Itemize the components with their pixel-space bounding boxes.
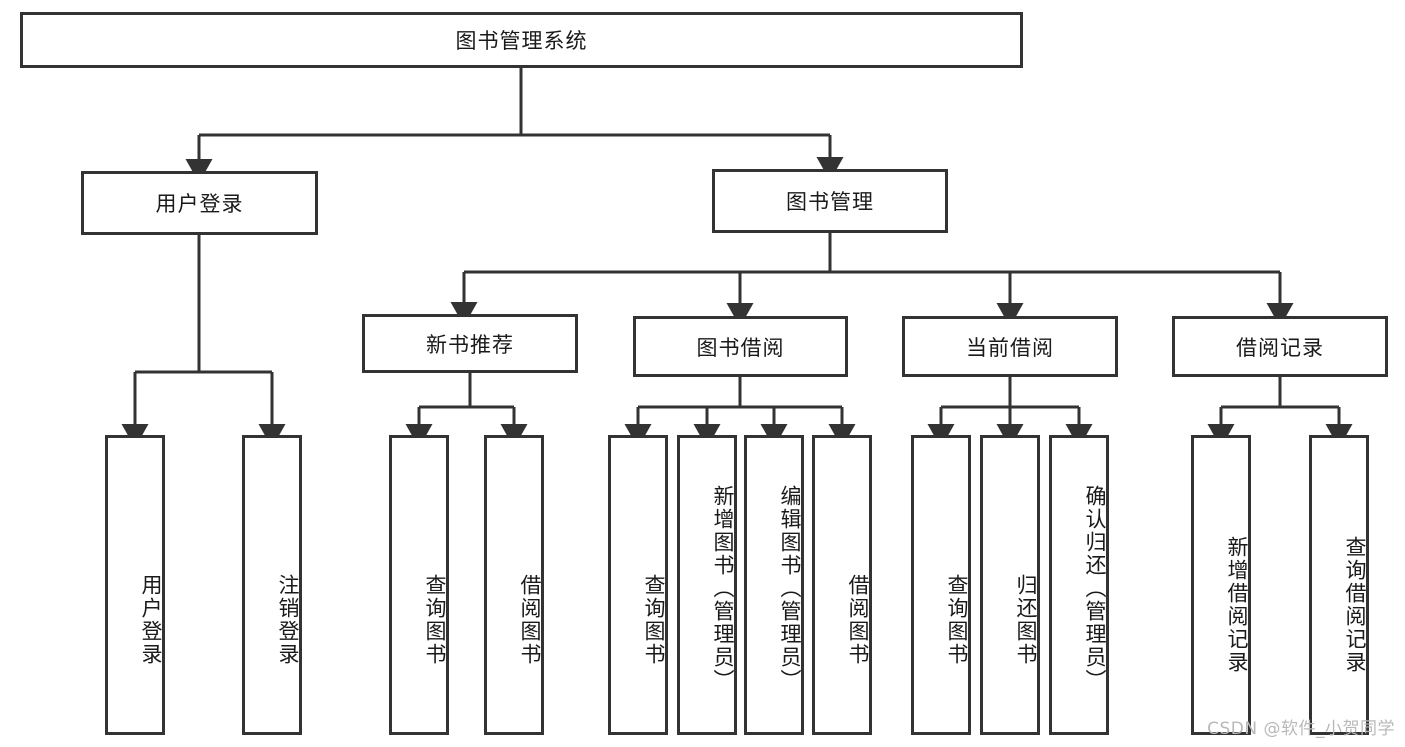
node-book-manage-label: 图书管理 (786, 190, 874, 214)
node-leaf-edit-book[interactable]: 编辑图书（管理员） (744, 435, 804, 735)
node-book-manage[interactable]: 图书管理 (712, 169, 948, 233)
node-leaf-query-book-2-label: 查询图书 (642, 574, 666, 666)
node-leaf-query-book-1[interactable]: 查询图书 (389, 435, 449, 735)
node-leaf-borrow-book-1[interactable]: 借阅图书 (484, 435, 544, 735)
node-user-login-label: 用户登录 (155, 192, 244, 216)
node-leaf-user-login[interactable]: 用户登录 (105, 435, 165, 735)
node-root[interactable]: 图书管理系统 (20, 12, 1023, 68)
node-leaf-query-record-label: 查询借阅记录 (1343, 536, 1367, 674)
node-leaf-confirm-return-label: 确认归还（管理员） (1083, 484, 1107, 692)
node-leaf-add-record[interactable]: 新增借阅记录 (1191, 435, 1251, 735)
node-borrow-record[interactable]: 借阅记录 (1172, 316, 1388, 377)
node-book-borrow-label: 图书借阅 (696, 335, 785, 360)
node-leaf-add-book-label: 新增图书（管理员） (711, 484, 735, 692)
node-leaf-query-record[interactable]: 查询借阅记录 (1309, 435, 1369, 735)
node-leaf-borrow-book-2-label: 借阅图书 (846, 574, 870, 666)
node-leaf-return-book[interactable]: 归还图书 (980, 435, 1040, 735)
node-leaf-logout[interactable]: 注销登录 (242, 435, 302, 735)
node-leaf-query-book-2[interactable]: 查询图书 (608, 435, 668, 735)
node-user-login[interactable]: 用户登录 (81, 171, 318, 235)
node-book-borrow[interactable]: 图书借阅 (633, 316, 848, 377)
node-current-borrow-label: 当前借阅 (966, 335, 1054, 360)
node-leaf-borrow-book-2[interactable]: 借阅图书 (812, 435, 872, 735)
node-leaf-user-login-label: 用户登录 (139, 574, 163, 666)
node-leaf-return-book-label: 归还图书 (1014, 574, 1038, 666)
node-leaf-logout-label: 注销登录 (276, 574, 300, 666)
node-borrow-record-label: 借阅记录 (1236, 335, 1324, 360)
node-leaf-query-book-1-label: 查询图书 (423, 574, 447, 666)
node-leaf-confirm-return[interactable]: 确认归还（管理员） (1049, 435, 1109, 735)
node-leaf-borrow-book-1-label: 借阅图书 (518, 574, 542, 666)
node-leaf-query-book-3[interactable]: 查询图书 (911, 435, 971, 735)
node-leaf-edit-book-label: 编辑图书（管理员） (778, 484, 802, 692)
node-new-book-rec-label: 新书推荐 (426, 332, 514, 357)
node-leaf-query-book-3-label: 查询图书 (945, 574, 969, 666)
node-current-borrow[interactable]: 当前借阅 (902, 316, 1118, 377)
node-new-book-rec[interactable]: 新书推荐 (362, 314, 578, 373)
node-leaf-add-record-label: 新增借阅记录 (1225, 536, 1249, 674)
node-leaf-add-book[interactable]: 新增图书（管理员） (677, 435, 737, 735)
node-root-label: 图书管理系统 (455, 29, 588, 53)
